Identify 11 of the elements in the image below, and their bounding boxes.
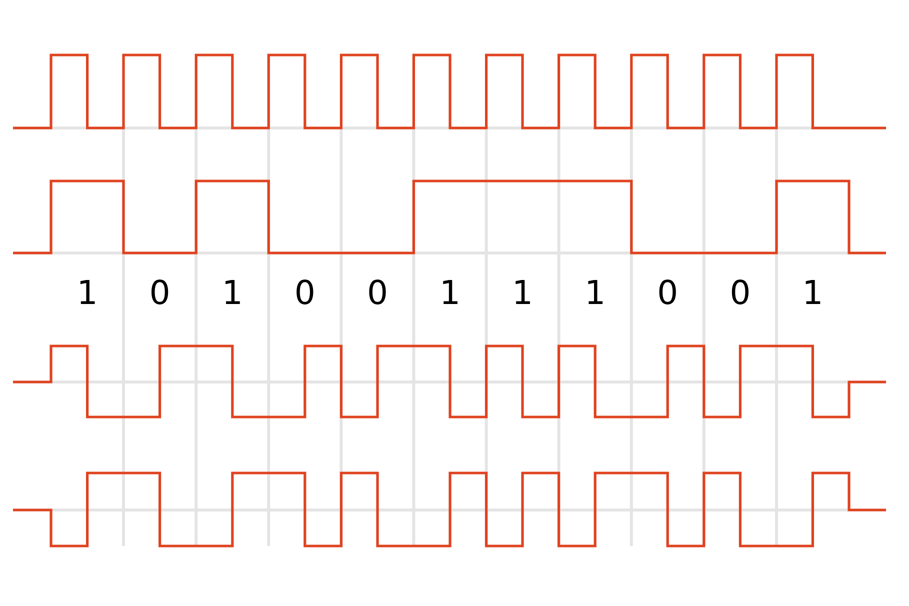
bit-label: 1 (443, 280, 458, 304)
bit-label: 1 (516, 280, 530, 304)
bit-label: 0 (659, 280, 676, 304)
bit-label: 1 (806, 280, 820, 304)
bit-label: 0 (152, 280, 168, 304)
bit-label: 1 (80, 280, 95, 304)
bit-label: 0 (296, 280, 314, 304)
bit-label: 0 (732, 280, 749, 304)
bit-label: 0 (369, 280, 386, 304)
bit-label: 1 (226, 280, 240, 304)
bit-label: 1 (588, 280, 603, 304)
